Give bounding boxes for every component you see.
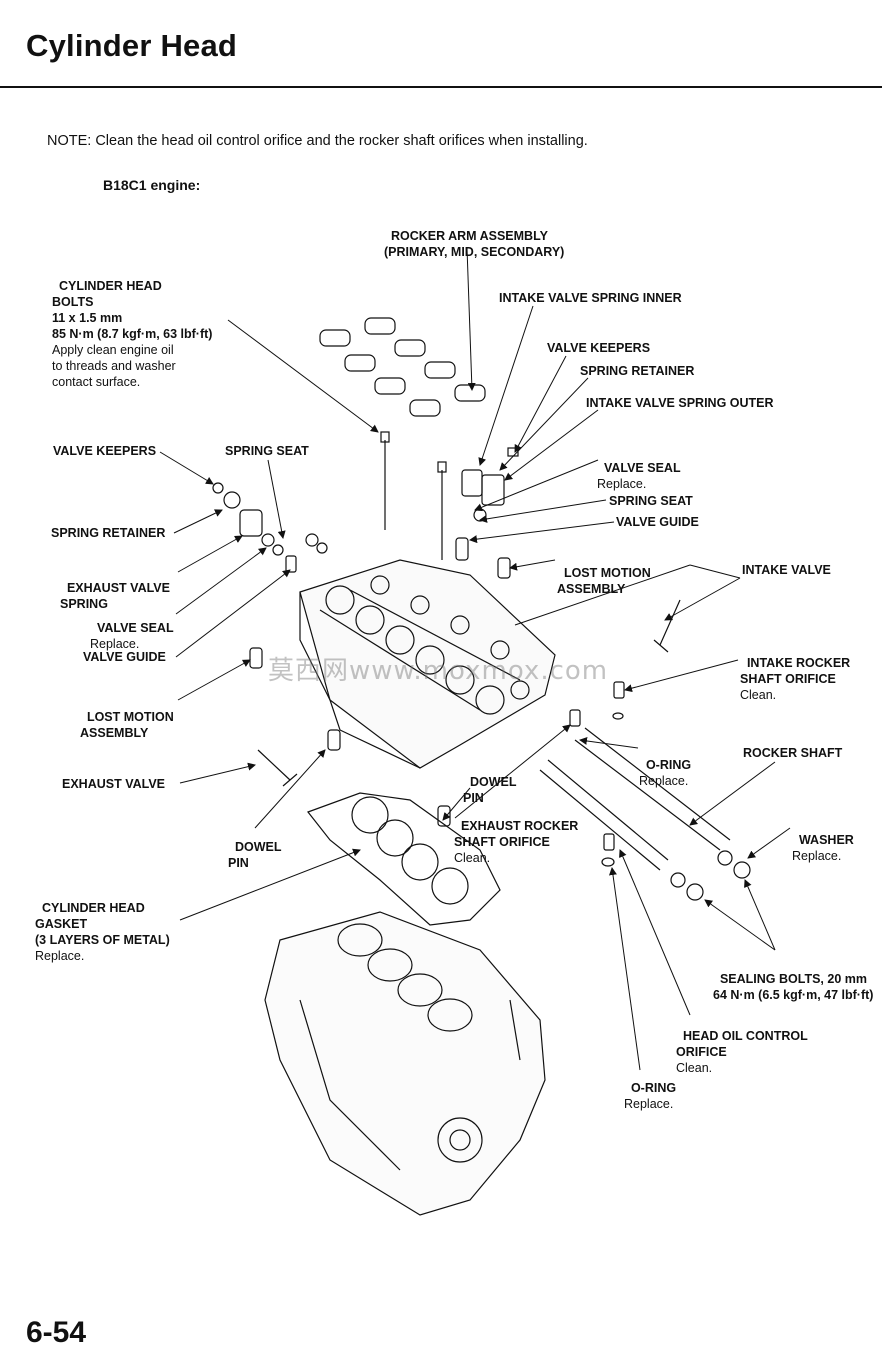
label-exhaust-valve: EXHAUST VALVE <box>62 777 166 791</box>
exhaust-valve-illustration <box>257 749 298 787</box>
label-intake-valve-spring-outer: INTAKE VALVE SPRING OUTER <box>586 396 774 410</box>
page-title: Cylinder Head <box>26 28 238 63</box>
intake-valve-illustration <box>653 599 681 653</box>
leader-lines <box>159 247 791 1071</box>
label-spring-retainer-left: SPRING RETAINER <box>51 526 166 540</box>
label-valve-guide-left: VALVE GUIDE <box>83 650 166 664</box>
label-valve-keepers-left: VALVE KEEPERS <box>53 444 157 458</box>
label-spring-retainer-right: SPRING RETAINER <box>580 364 695 378</box>
label-rocker-arm-assembly: ROCKER ARM ASSEMBLY(PRIMARY, MID, SECOND… <box>384 229 565 259</box>
valve-parts-left <box>212 482 451 827</box>
label-spring-seat-right: SPRING SEAT <box>609 494 693 508</box>
engine-heading: B18C1 engine: <box>103 177 201 193</box>
engine-block-illustration <box>264 911 546 1216</box>
page-number: 6-54 <box>26 1316 87 1349</box>
label-rocker-shaft: ROCKER SHAFT <box>743 746 843 760</box>
label-intake-valve: INTAKE VALVE <box>742 563 831 577</box>
installation-note: NOTE: Clean the head oil control orifice… <box>47 133 588 149</box>
label-spring-seat-left: SPRING SEAT <box>225 444 309 458</box>
cylinder-head-illustration <box>299 559 556 769</box>
label-intake-valve-spring-inner: INTAKE VALVE SPRING INNER <box>499 291 682 305</box>
title-rule <box>0 86 882 88</box>
head-gasket-illustration <box>307 792 501 926</box>
head-bolts-illustration <box>380 431 447 560</box>
rocker-shaft-2-illustration <box>539 759 669 871</box>
rocker-shaft-illustration <box>574 727 731 851</box>
watermark: 莫西网www.moxmox.com <box>268 656 609 686</box>
rocker-arm-illustration <box>319 317 486 417</box>
label-valve-keepers-right: VALVE KEEPERS <box>547 341 651 355</box>
label-valve-guide-right: VALVE GUIDE <box>616 515 699 529</box>
